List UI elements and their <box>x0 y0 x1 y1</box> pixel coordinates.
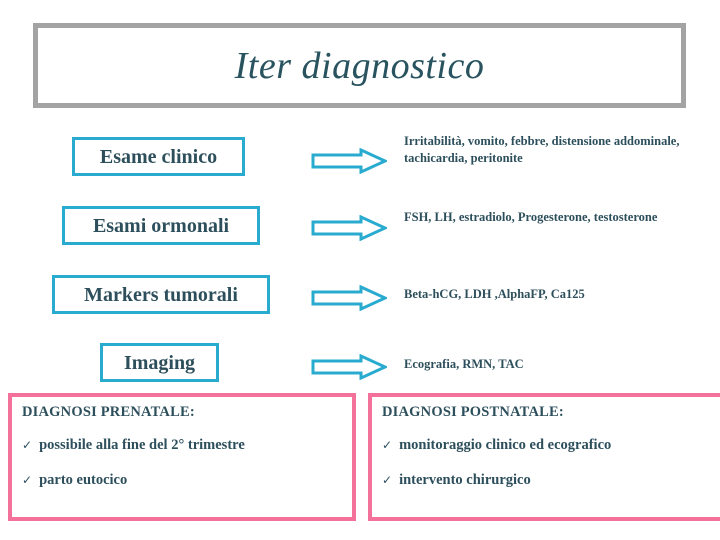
check-icon: ✓ <box>22 437 33 452</box>
panel-heading: DIAGNOSI POSTNATALE: <box>382 404 564 420</box>
step-label: Esami ormonali <box>92 214 230 237</box>
check-icon: ✓ <box>382 437 393 452</box>
step-description: FSH, LH, estradiolo, Progesterone, testo… <box>404 210 658 224</box>
step-box-markers-tumorali[interactable]: Markers tumorali <box>52 275 270 314</box>
check-icon: ✓ <box>22 473 33 487</box>
step-row: Esami ormonali FSH, LH, estradiolo, Prog… <box>0 206 720 262</box>
right-arrow-icon <box>311 285 387 311</box>
step-row: Esame clinico Irritabilità, vomito, febb… <box>0 134 720 193</box>
title-box: Iter diagnostico <box>33 23 686 108</box>
list-item-label: intervento chirurgico <box>399 472 531 488</box>
right-arrow-icon <box>311 215 387 241</box>
panel-heading: DIAGNOSI PRENATALE: <box>22 404 195 420</box>
step-label: Esame clinico <box>99 145 218 168</box>
step-label: Imaging <box>123 351 196 374</box>
step-row: Markers tumorali Beta-hCG, LDH ,AlphaFP,… <box>0 275 720 331</box>
panel-diagnosi-postnatale: DIAGNOSI POSTNATALE: ✓ monitoraggio clin… <box>368 393 720 521</box>
step-box-imaging[interactable]: Imaging <box>100 343 219 382</box>
step-row: Imaging Ecografia, RMN, TAC <box>0 343 720 399</box>
list-item-label: parto eutocico <box>39 472 128 488</box>
right-arrow-icon <box>311 148 387 174</box>
step-box-esami-ormonali[interactable]: Esami ormonali <box>62 206 260 245</box>
step-description: Beta-hCG, LDH ,AlphaFP, Ca125 <box>404 287 585 301</box>
list-item: ✓ parto eutocico <box>22 473 342 488</box>
step-label: Markers tumorali <box>84 283 238 306</box>
panel-diagnosi-prenatale: DIAGNOSI PRENATALE: ✓ possibile alla fin… <box>8 393 356 521</box>
check-icon: ✓ <box>382 473 393 487</box>
list-item: ✓ intervento chirurgico <box>382 473 710 488</box>
step-description: Ecografia, RMN, TAC <box>404 357 524 371</box>
list-item: ✓ monitoraggio clinico ed ecografico <box>382 436 710 453</box>
list-item-label: possibile alla fine del 2° trimestre <box>39 436 245 453</box>
list-item: ✓ possibile alla fine del 2° trimestre <box>22 436 342 453</box>
step-box-esame-clinico[interactable]: Esame clinico <box>72 137 245 176</box>
page-title: Iter diagnostico <box>234 44 485 87</box>
right-arrow-icon <box>311 354 387 380</box>
step-description: Irritabilità, vomito, febbre, distension… <box>404 134 680 166</box>
list-item-label: monitoraggio clinico ed ecografico <box>399 436 612 453</box>
